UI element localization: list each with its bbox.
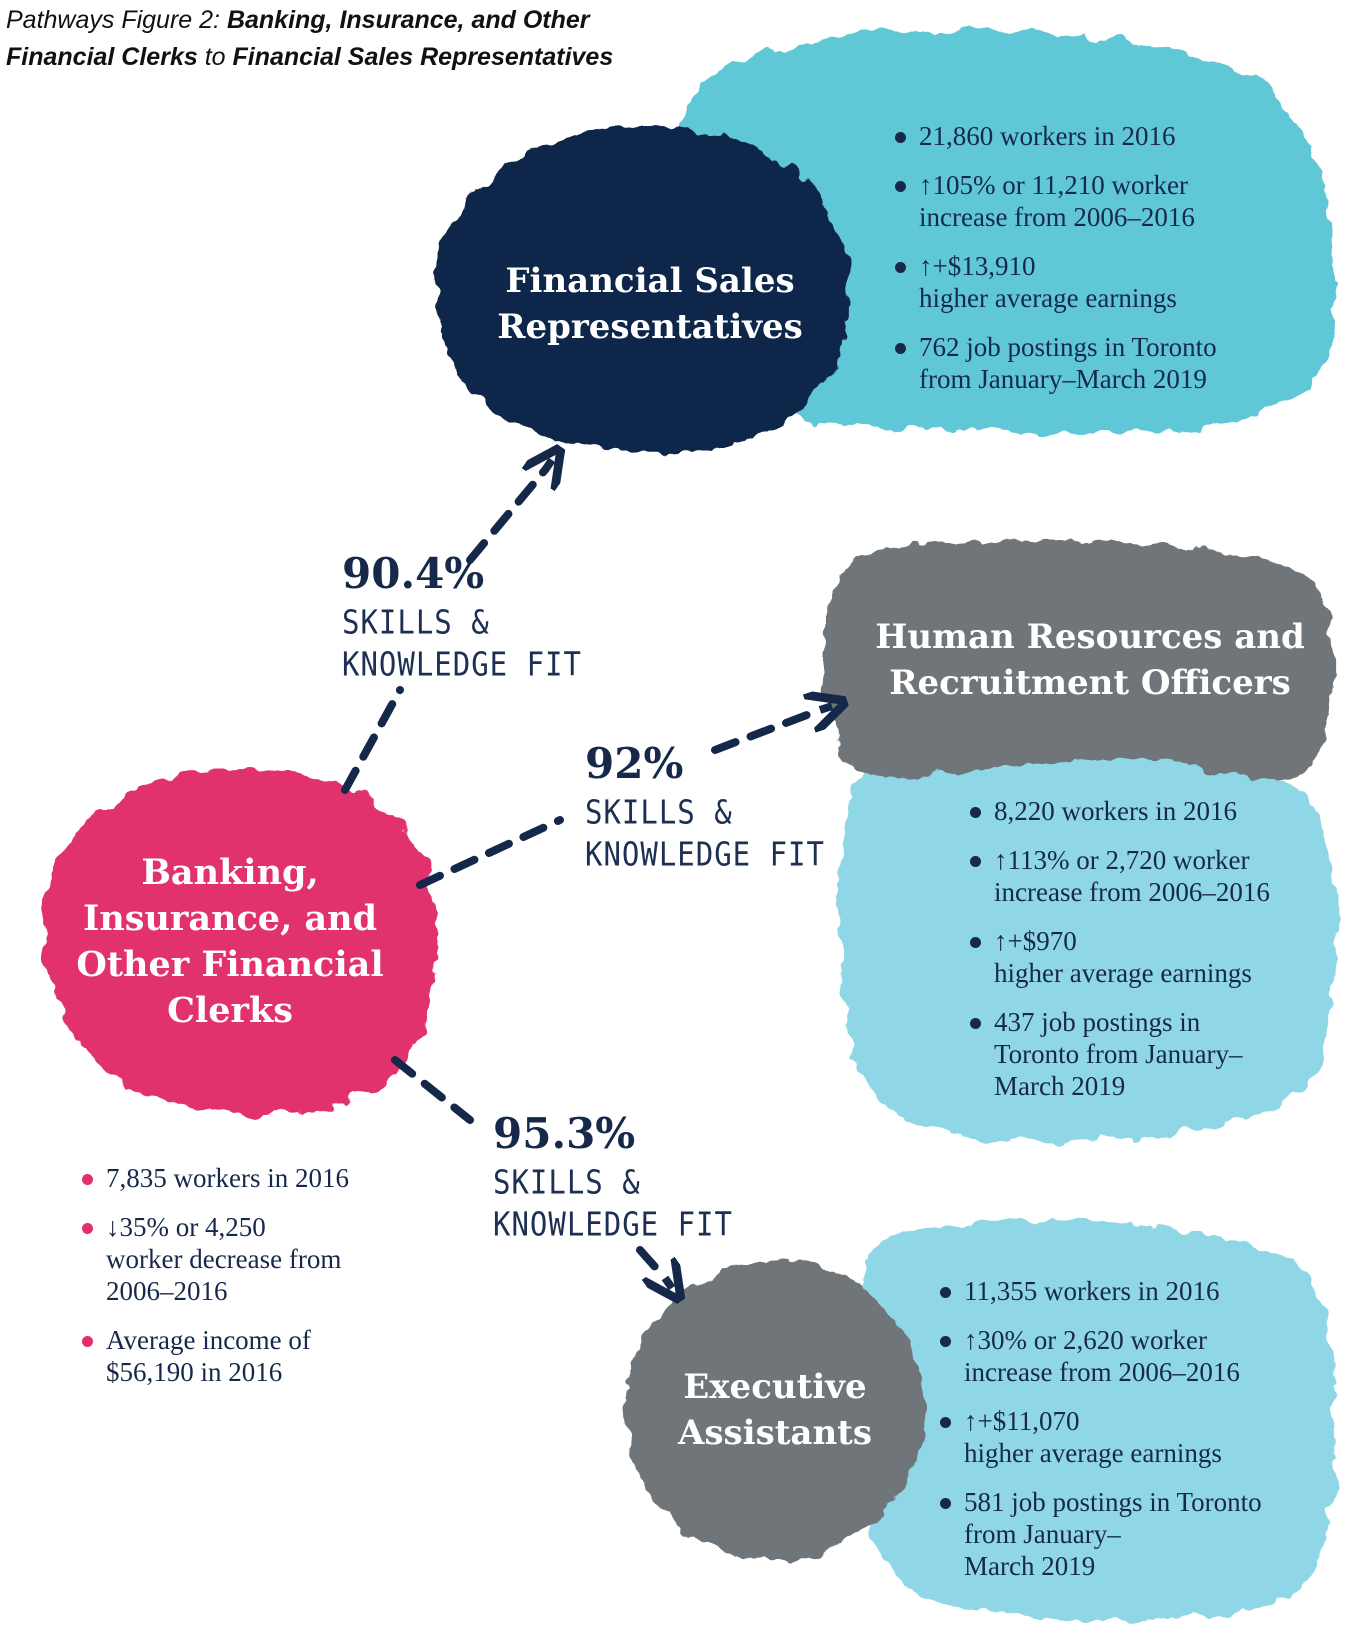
bullet-icon bbox=[895, 181, 906, 192]
executive-assistants-facts-list: 11,355 workers in 2016 ↑30% or 2,620 wor… bbox=[940, 1275, 1330, 1599]
executive-assistants-fit: 95.3% SKILLS & KNOWLEDGE FIT bbox=[493, 1109, 733, 1244]
fit-label: SKILLS & bbox=[493, 1162, 641, 1202]
fit-percent: 95.3% bbox=[493, 1109, 636, 1158]
arrowhead-financial-sales bbox=[545, 460, 552, 470]
human-resources-label: Human Resources and Recruitment Officers bbox=[875, 617, 1305, 703]
bullet-icon bbox=[970, 1018, 981, 1029]
source-label-line: Other Financial bbox=[76, 944, 384, 985]
fit-label: KNOWLEDGE FIT bbox=[585, 834, 825, 874]
fact-item: Average income of$56,190 in 2016 bbox=[82, 1324, 412, 1388]
source-node-label: Banking, Insurance, and Other Financial … bbox=[40, 850, 420, 1034]
bullet-icon bbox=[895, 262, 906, 273]
bullet-icon bbox=[895, 343, 906, 354]
financial-sales-node bbox=[437, 126, 850, 453]
fit-percent: 92% bbox=[585, 739, 684, 788]
bullet-icon bbox=[940, 1498, 951, 1509]
bullet-icon bbox=[940, 1287, 951, 1298]
financial-sales-fit: 90.4% SKILLS & KNOWLEDGE FIT bbox=[342, 549, 582, 684]
fact-item: 8,220 workers in 2016 bbox=[970, 795, 1330, 827]
source-label-line: Insurance, and bbox=[82, 898, 378, 939]
figure-title-prefix: Pathways Figure 2: bbox=[6, 6, 227, 34]
bullet-icon bbox=[82, 1174, 93, 1185]
fact-item: 21,860 workers in 2016 bbox=[895, 120, 1315, 152]
financial-sales-facts-list: 21,860 workers in 2016 ↑105% or 11,210 w… bbox=[895, 120, 1315, 412]
bullet-icon bbox=[895, 132, 906, 143]
executive-assistants-label: Executive Assistants bbox=[677, 1367, 873, 1453]
bullet-icon bbox=[82, 1336, 93, 1347]
fit-percent: 90.4% bbox=[342, 549, 485, 598]
fact-item: 11,355 workers in 2016 bbox=[940, 1275, 1330, 1307]
human-resources-fit: 92% SKILLS & KNOWLEDGE FIT bbox=[585, 739, 825, 874]
source-label-line: Clerks bbox=[167, 990, 293, 1031]
bullet-icon bbox=[970, 856, 981, 867]
bullet-icon bbox=[970, 937, 981, 948]
human-resources-facts-list: 8,220 workers in 2016 ↑113% or 2,720 wor… bbox=[970, 795, 1330, 1119]
arrowhead-executive-assistants bbox=[665, 1278, 672, 1288]
figure-title: Pathways Figure 2: Banking, Insurance, a… bbox=[6, 2, 626, 76]
human-resources-node bbox=[823, 539, 1334, 780]
human-resources-facts-blob bbox=[838, 741, 1337, 1141]
bullet-icon bbox=[82, 1223, 93, 1234]
bullet-icon bbox=[940, 1417, 951, 1428]
fit-label: SKILLS & bbox=[342, 602, 490, 642]
figure-title-source: Banking, Insurance, and Other Financial … bbox=[6, 6, 590, 71]
fit-label: SKILLS & bbox=[585, 792, 733, 832]
fit-label: KNOWLEDGE FIT bbox=[342, 644, 582, 684]
figure-title-target: Financial Sales Representatives bbox=[232, 43, 614, 71]
executive-assistants-node bbox=[625, 1260, 925, 1560]
figure-title-connector: to bbox=[197, 43, 233, 71]
fit-label: KNOWLEDGE FIT bbox=[493, 1204, 733, 1244]
bullet-icon bbox=[970, 807, 981, 818]
arrowhead-human-resources bbox=[820, 706, 832, 710]
executive-assistants-facts-blob bbox=[857, 1219, 1337, 1622]
bullet-icon bbox=[940, 1336, 951, 1347]
fact-item: 7,835 workers in 2016 bbox=[82, 1162, 412, 1194]
source-node bbox=[42, 767, 438, 1115]
financial-sales-label: Financial Sales Representatives bbox=[497, 261, 803, 347]
arrow-to-human-resources bbox=[416, 706, 824, 889]
source-label-line: Banking, bbox=[141, 852, 319, 893]
